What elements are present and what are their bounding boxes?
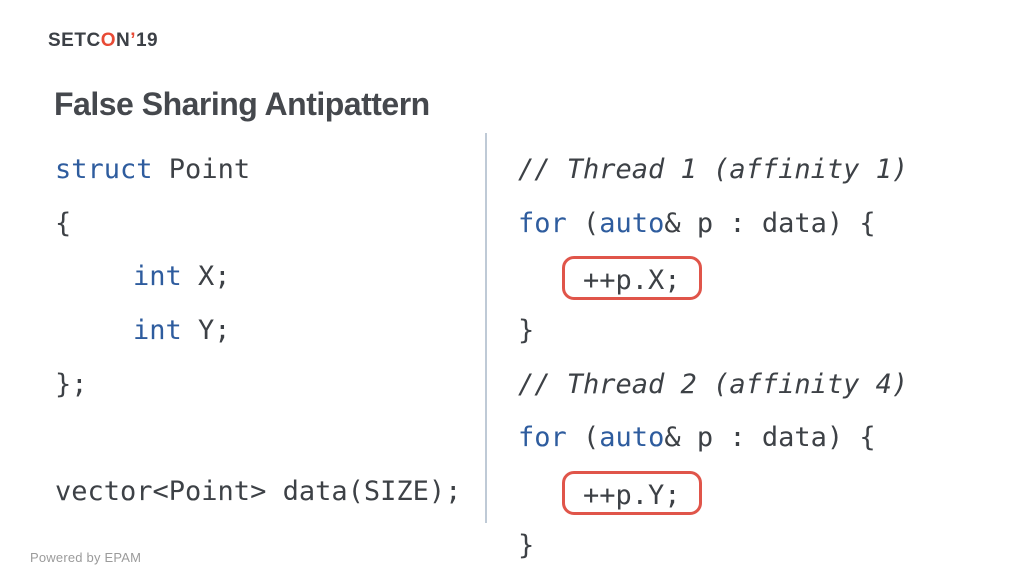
code-segment-keyword: int	[133, 261, 182, 293]
code-segment-keyword: auto	[599, 207, 665, 239]
logo-apostrophe-accent: ’	[130, 30, 136, 51]
code-segment-plain: {	[55, 207, 72, 239]
code-segment-plain: Point	[152, 154, 251, 185]
code-segment-plain: X;	[181, 261, 231, 293]
code-line: }	[518, 519, 978, 573]
code-segment-keyword: struct	[55, 154, 153, 185]
code-line: for (auto& p : data) {	[518, 411, 978, 465]
column-divider	[485, 133, 487, 523]
logo-text-part1: SETC	[48, 30, 101, 51]
code-line: };	[55, 358, 475, 412]
code-segment-plain: ++p.X;	[583, 264, 681, 296]
code-segment-plain: };	[55, 368, 88, 400]
page-title: False Sharing Antipattern	[54, 86, 430, 122]
code-segment-plain: Y;	[181, 315, 231, 347]
code-line: struct Point	[55, 143, 475, 197]
code-line: int Y;	[55, 304, 475, 358]
code-segment-keyword: auto	[599, 422, 665, 454]
code-column-right: // Thread 1 (affinity 1)for (auto& p : d…	[518, 143, 978, 573]
code-line: int X;	[55, 250, 475, 304]
code-line	[55, 411, 475, 465]
code-segment-plain: (	[566, 422, 600, 454]
code-segment-plain: (	[566, 207, 600, 239]
highlight-box: ++p.X;	[562, 255, 702, 300]
code-segment-keyword: int	[133, 315, 182, 347]
code-line: ++p.Y;	[518, 465, 978, 519]
code-segment-keyword: for	[518, 207, 567, 239]
logo-text-part2: N	[115, 30, 131, 51]
code-segment-plain: & p : data) {	[664, 422, 876, 454]
highlight-box: ++p.Y;	[562, 470, 702, 515]
code-line: }	[518, 304, 978, 358]
code-line: for (auto& p : data) {	[518, 197, 978, 251]
logo-year: 19	[135, 30, 159, 51]
code-line: {	[55, 197, 475, 251]
code-segment-plain: }	[518, 529, 535, 561]
code-column-left: struct Point{int X;int Y;}; vector<Point…	[55, 143, 475, 519]
code-segment-comment: // Thread 1 (affinity 1)	[518, 154, 909, 185]
setcon-logo: SETCON’19	[48, 30, 158, 52]
code-segment-plain: vector<Point> data(SIZE);	[55, 476, 462, 508]
code-line: ++p.X;	[518, 250, 978, 304]
code-segment-plain: }	[518, 315, 535, 347]
footer-powered-by: Powered by EPAM	[30, 550, 142, 565]
code-line: // Thread 1 (affinity 1)	[518, 143, 978, 197]
logo-o-accent: O	[100, 30, 116, 51]
code-segment-comment: // Thread 2 (affinity 4)	[518, 368, 909, 400]
code-line: vector<Point> data(SIZE);	[55, 465, 475, 519]
code-segment-plain: ++p.Y;	[583, 479, 681, 511]
code-line: // Thread 2 (affinity 4)	[518, 358, 978, 412]
code-segment-plain: & p : data) {	[664, 207, 876, 239]
code-segment-keyword: for	[518, 422, 567, 454]
